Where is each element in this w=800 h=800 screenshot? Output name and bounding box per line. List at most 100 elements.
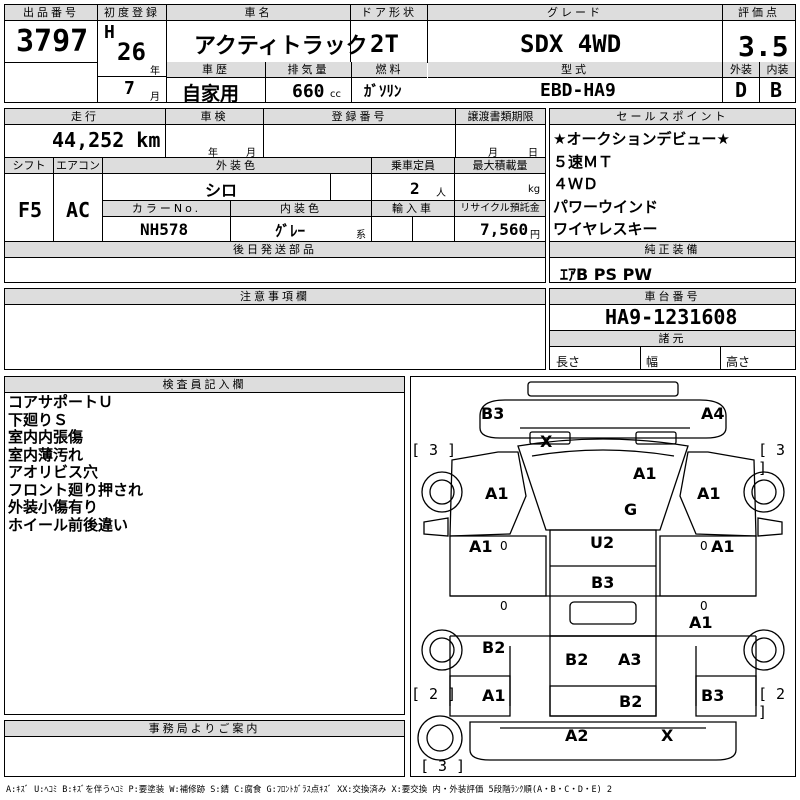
import-label: 輸入車	[372, 201, 454, 217]
mark-a1-front-right-fender: A1	[697, 484, 721, 503]
reg-no-label: 登録番号	[264, 109, 455, 125]
zero-left-1: 0	[500, 539, 508, 553]
displacement-value: 660	[292, 81, 325, 102]
history-label: 車歴	[167, 62, 265, 78]
equipment-label: 純正装備	[550, 242, 795, 258]
header-block	[4, 4, 796, 103]
truck-diagram	[417, 381, 785, 761]
mileage-label: 走行	[5, 109, 165, 125]
mark-a1-right-bed: A1	[689, 613, 713, 632]
tire-front-right: [ 3 ]	[758, 441, 786, 477]
recycle-value: 7,560	[480, 220, 529, 239]
mark-a4-front-right: A4	[701, 404, 725, 423]
int-color-value: ｸﾞﾚｰ	[275, 222, 306, 240]
displacement-unit: cc	[330, 89, 341, 100]
ac-label: エアコン	[54, 158, 102, 174]
capacity-label: 乗車定員	[372, 158, 454, 174]
details-block	[4, 108, 546, 283]
exterior-grade: D	[735, 78, 748, 102]
notes-block	[4, 288, 546, 370]
int-color-unit: 系	[356, 230, 366, 241]
mark-b2-left-rear: B2	[482, 638, 506, 657]
mileage-value: 44,252 km	[52, 128, 161, 152]
inspector-notes: コアサポートＵ 下廻りＳ 室内内張傷 室内薄汚れ アオリビス穴 フロント廻り押さ…	[8, 393, 144, 534]
inspector-line: 室内薄汚れ	[8, 445, 84, 464]
office-block	[4, 720, 405, 777]
first-reg-label: 初度登録	[98, 5, 166, 21]
notes-label: 注意事項欄	[5, 289, 545, 305]
inspector-line: 外装小傷有り	[8, 498, 99, 516]
grade-label: グレード	[428, 5, 722, 21]
fuel-value: ｶﾞｿﾘﾝ	[364, 82, 402, 100]
inspection-label: 車検	[166, 109, 263, 125]
score-label: 評価点	[723, 5, 795, 21]
exterior-label: 外装	[723, 62, 759, 78]
model-value: EBD-HA9	[540, 80, 616, 101]
reg-month: 7	[124, 78, 135, 99]
recycle-unit: 円	[530, 230, 540, 241]
transfer-label: 譲渡書類期限	[456, 109, 545, 125]
length-label: 長さ	[556, 355, 581, 369]
sales-item: ４ＷＤ	[553, 175, 599, 193]
sales-block	[549, 108, 796, 283]
later-parts-label: 後日発送部品	[5, 242, 545, 258]
interior-grade: B	[770, 78, 783, 102]
car-name: アクティトラック	[194, 34, 368, 59]
ac-value: AC	[66, 198, 91, 222]
inspector-line: 室内内張傷	[8, 428, 84, 446]
mark-a1-front-left-fender: A1	[485, 484, 509, 503]
sales-label: セールスポイント	[550, 109, 795, 125]
tire-spare: [ 3 ]	[420, 757, 466, 775]
mark-a1-rear-left: A1	[482, 686, 506, 705]
reg-month-unit: 月	[150, 92, 160, 103]
width-label: 幅	[646, 355, 659, 369]
mark-x-hood: X	[540, 432, 553, 451]
inspection-month-unit: 月	[246, 148, 256, 159]
mark-u2-roof: U2	[590, 533, 615, 552]
mark-g-windshield: G	[624, 500, 638, 519]
mark-b2-bed-left: B2	[565, 650, 589, 669]
sales-item: ５速ＭＴ	[553, 152, 614, 171]
mark-b3-front-left: B3	[481, 404, 505, 423]
zero-right-2: 0	[700, 599, 708, 613]
office-label: 事務局よりご案内	[5, 721, 404, 737]
inspector-line: コアサポートＵ	[8, 393, 114, 411]
recycle-label: リサイクル預託金	[455, 201, 545, 217]
car-name-label: 車名	[167, 5, 350, 21]
shift-value: F5	[18, 198, 43, 222]
ext-color-label: 外装色	[103, 158, 371, 174]
chassis-value: HA9-1231608	[605, 305, 738, 329]
door-value: 2T	[370, 30, 399, 58]
equipment-value: ｴｱB PS PW	[560, 265, 652, 284]
reg-year: 26	[117, 38, 146, 66]
mark-a1-left-door: A1	[469, 537, 493, 556]
inspector-line: 下廻りＳ	[8, 410, 69, 429]
displacement-label: 排気量	[266, 62, 351, 78]
zero-right-1: 0	[700, 539, 708, 553]
int-color-label: 内装色	[231, 201, 371, 217]
transfer-day-unit: 日	[528, 148, 538, 159]
score-value: 3.5	[738, 30, 789, 63]
mark-b2-tailgate: B2	[619, 692, 643, 711]
spec-label: 諸元	[550, 331, 795, 347]
mark-a3-bed-right: A3	[618, 650, 642, 669]
interior-label: 内装	[760, 62, 795, 78]
inspector-line: フロント廻り押され	[8, 480, 144, 499]
era-prefix: H	[104, 22, 115, 43]
tire-rear-right: [ 2 ]	[758, 685, 786, 721]
mark-a2-rear-bumper: A2	[565, 726, 589, 745]
height-label: 高さ	[726, 355, 751, 369]
inspector-line: ホイール前後違い	[8, 515, 129, 534]
mark-a1-windshield: A1	[633, 464, 657, 483]
inspector-label: 検査員記入欄	[5, 377, 404, 393]
capacity-unit: 人	[436, 188, 446, 199]
inspector-line: アオリビス穴	[8, 463, 99, 481]
zero-left-2: 0	[500, 599, 508, 613]
tire-rear-left: [ 2 ]	[411, 685, 457, 703]
mark-x-rear-bumper: X	[661, 726, 674, 745]
mark-a1-right-door: A1	[711, 537, 735, 556]
model-label: 型式	[428, 62, 722, 78]
transfer-month-unit: 月	[488, 148, 498, 159]
sales-item: パワーウインド	[553, 197, 659, 216]
capacity-value: 2	[410, 179, 420, 198]
